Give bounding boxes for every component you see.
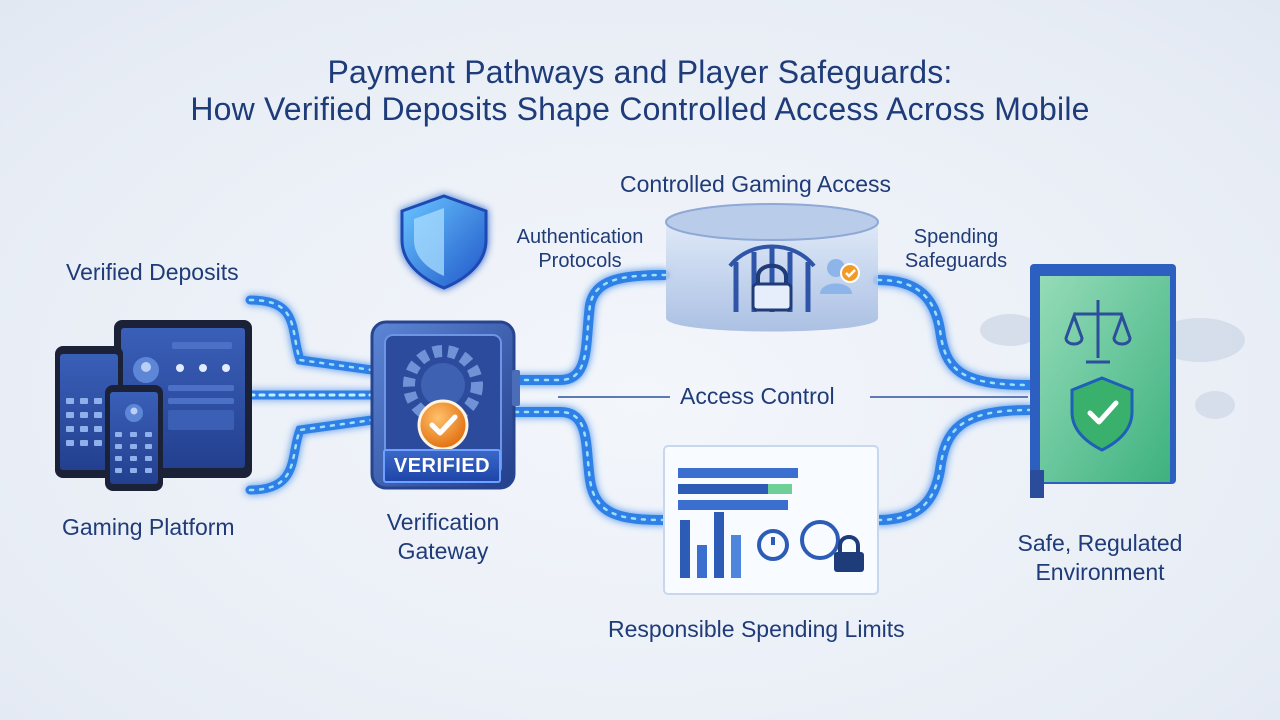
deposit-flow-pipes (245, 295, 377, 495)
lock-icon (834, 535, 864, 572)
label-authentication-line2: Protocols (538, 250, 622, 272)
label-spending-safeguards: Spending Safeguards (895, 225, 1017, 273)
verified-badge: VERIFIED (383, 449, 501, 483)
access-control-rule-left (558, 396, 670, 398)
verification-gateway (370, 320, 520, 490)
lock-icon (751, 263, 793, 312)
title-line-2: How Verified Deposits Shape Controlled A… (190, 91, 1090, 127)
label-controlled-gaming-access: Controlled Gaming Access (620, 171, 892, 197)
world-map-decoration (980, 314, 1245, 419)
label-authentication-line1: Authentication (516, 226, 644, 248)
access-cylinder (665, 203, 879, 332)
shield-icon (400, 194, 488, 290)
user-check-icon (820, 259, 860, 294)
label-safe-regulated-environment: Safe, Regulated Environment (995, 529, 1205, 587)
bar-chart-icon (680, 512, 741, 578)
label-verification-gateway-line2: Gateway (397, 538, 489, 564)
label-verification-gateway: Verification Gateway (368, 508, 518, 566)
label-safe-env-line2: Environment (1035, 559, 1165, 585)
gate-icon (728, 244, 816, 312)
stopwatch-icon (800, 520, 840, 560)
label-authentication-protocols: Authentication Protocols (505, 225, 655, 273)
label-responsible-spending-limits: Responsible Spending Limits (608, 616, 905, 642)
stopwatch-icon (757, 529, 789, 561)
phone-device-front (105, 385, 163, 491)
label-verified-deposits: Verified Deposits (66, 259, 239, 285)
label-spending-line1: Spending (913, 226, 999, 248)
label-access-control: Access Control (680, 383, 835, 409)
access-control-rule-right (870, 396, 1028, 398)
safe-environment-frame (1030, 264, 1176, 498)
check-icon (417, 399, 469, 451)
scales-icon (1064, 300, 1132, 364)
access-flow-pipes (510, 270, 1035, 525)
label-gaming-platform: Gaming Platform (62, 514, 235, 540)
label-verification-gateway-line1: Verification (386, 509, 500, 535)
title-line-1: Payment Pathways and Player Safeguards: (327, 54, 953, 90)
label-safe-env-line1: Safe, Regulated (1017, 530, 1183, 556)
spending-limits-panel (663, 445, 879, 595)
label-spending-line2: Safeguards (904, 250, 1008, 272)
shield-icon (1070, 376, 1134, 452)
